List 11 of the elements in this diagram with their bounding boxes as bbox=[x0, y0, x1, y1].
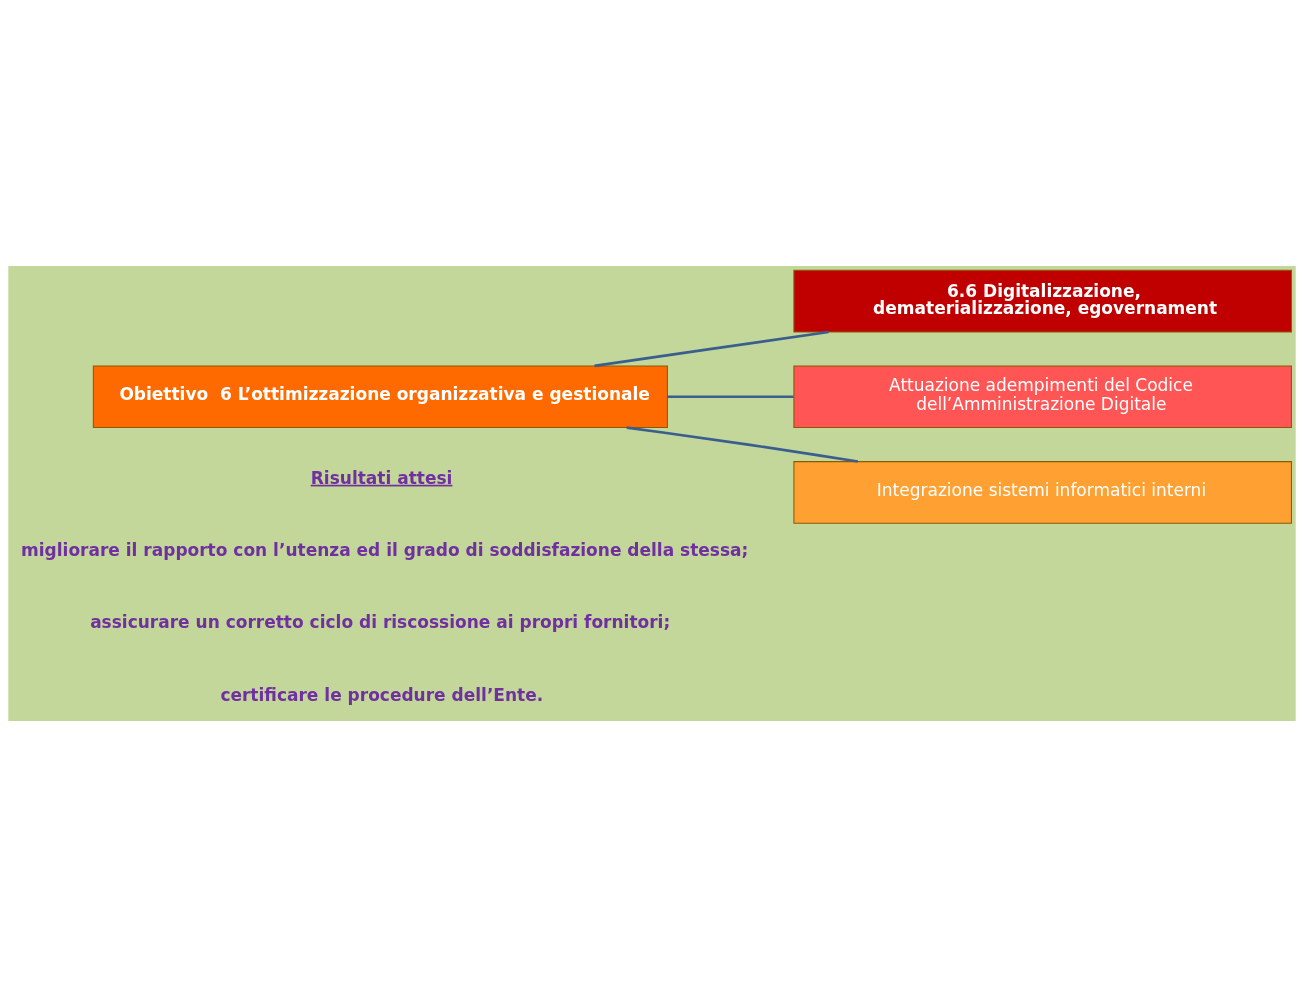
connector bbox=[626, 426, 859, 463]
node-box: Integrazione sistemi informatici interni bbox=[793, 461, 1292, 524]
node-box: Attuazione adempimenti del Codice dell’Amministrazione Digitale bbox=[793, 365, 1292, 429]
connector bbox=[667, 395, 794, 399]
connector bbox=[594, 330, 829, 368]
label: migliorare il rapporto con l’utenza ed il grado di soddisfazione della stessa; bbox=[21, 540, 749, 561]
node-box: Obiettivo 6 L’ottimizzazione organizzativa e gestionale bbox=[92, 365, 668, 429]
label: assicurare un corretto ciclo di riscossione ai propri fornitori; bbox=[90, 612, 671, 633]
label: Risultati attesi bbox=[310, 467, 453, 488]
label: certificare le procedure dell’Ente. bbox=[220, 684, 544, 705]
node-box: 6.6 Digitalizzazione, dematerializzazione, egovernament bbox=[793, 269, 1292, 333]
